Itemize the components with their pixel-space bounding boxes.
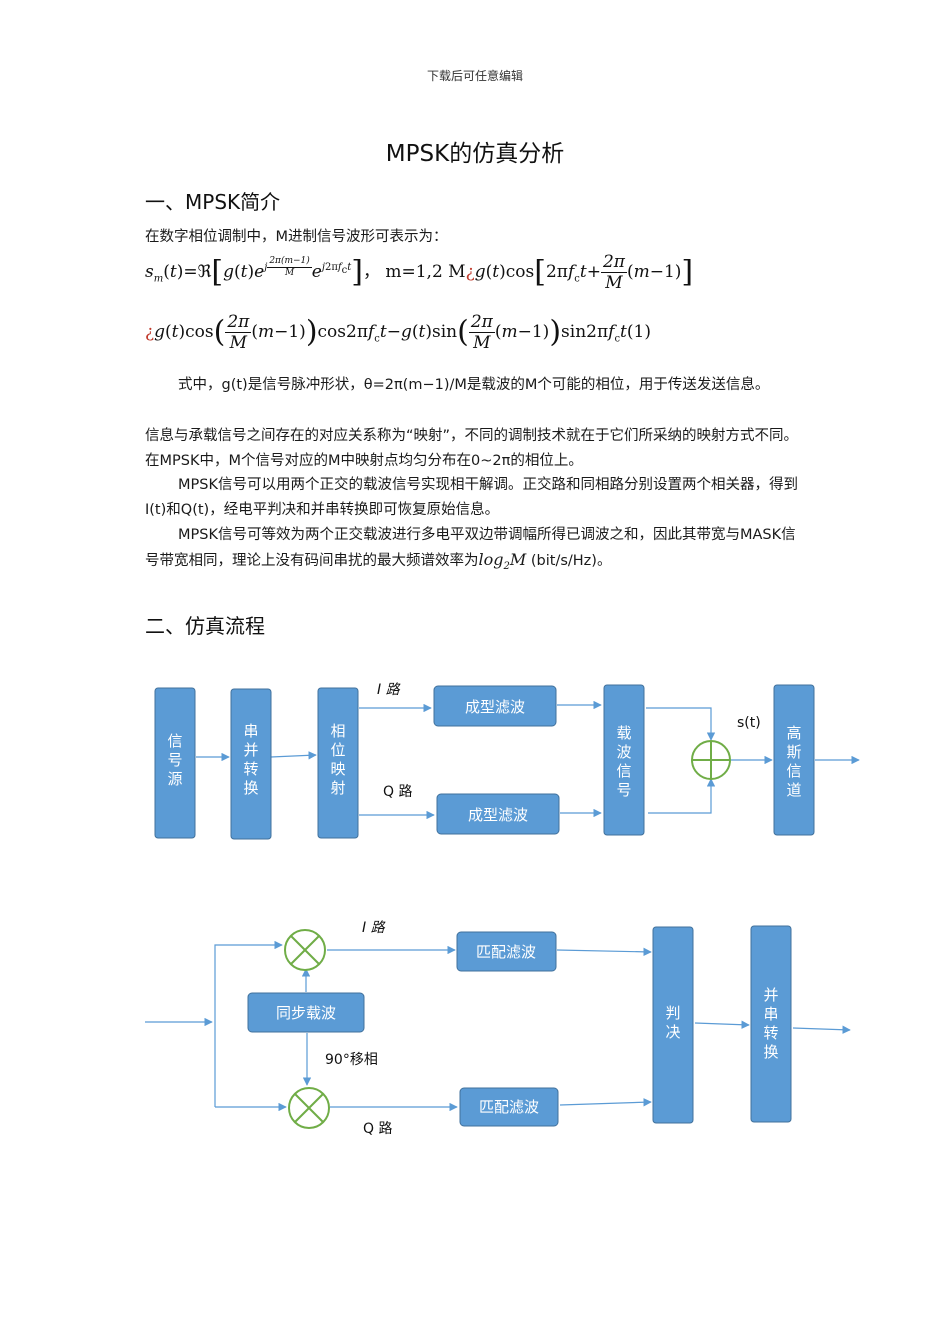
- shaping-filter-i-box: [433, 685, 557, 727]
- gaussian-channel-box: [773, 684, 815, 836]
- tx-label-st: s(t): [737, 715, 761, 731]
- paragraph-3: MPSK信号可以用两个正交的载波信号实现相干解调。正交路和同相路分别设置两个相关…: [145, 477, 798, 518]
- rx-label-q: Q 路: [363, 1121, 392, 1137]
- paragraph-4: MPSK信号可等效为两个正交载波进行多电平双边带调幅所得已调波之和，因此其带宽与…: [145, 523, 807, 579]
- matched-filter-q-label: 匹配滤波: [479, 1098, 539, 1116]
- matched-filter-i-label: 匹配滤波: [476, 943, 536, 961]
- rx-label-i: I 路: [362, 920, 386, 936]
- shaping-filter-i-label: 成型滤波: [465, 698, 525, 716]
- carrier-signal-box: [603, 684, 645, 836]
- transmitter-diagram: 信号源 串并转换 相位映射 成型滤波 成型滤波 载波信号 高斯信道 I 路 Q …: [154, 682, 860, 840]
- tx-label-q: Q 路: [383, 784, 412, 800]
- section-1-heading: 一、MPSK简介: [145, 190, 281, 214]
- sync-carrier-label: 同步载波: [276, 1004, 336, 1022]
- parallel-serial-label: 并串转换: [763, 986, 778, 1061]
- receiver-diagram: 同步载波 匹配滤波 匹配滤波 判决 并串转换 I 路 90°移相 Q 路: [145, 920, 851, 1137]
- matched-filter-q-box: [459, 1087, 559, 1127]
- carrier-signal-label: 载波信号: [616, 724, 631, 799]
- paragraph-4-text: MPSK信号可等效为两个正交载波进行多电平双边带调幅所得已调波之和，因此其带宽与…: [145, 527, 796, 569]
- sync-carrier-box: [247, 992, 365, 1033]
- tx-label-i: I 路: [377, 682, 401, 698]
- parallel-serial-box: [750, 925, 792, 1123]
- signal-source-label: 信号源: [167, 732, 182, 788]
- header-note: 下载后可任意编辑: [426, 69, 523, 83]
- serial-parallel-label: 串并转换: [243, 722, 258, 797]
- phase-mapping-label: 相位映射: [330, 722, 345, 797]
- intro-paragraph: 在数字相位调制中，M进制信号波形可表示为：: [145, 229, 448, 245]
- section-2-heading: 二、仿真流程: [145, 614, 265, 638]
- log2m-formula: log2M: [478, 549, 527, 572]
- gaussian-channel-label: 高斯信道: [786, 724, 801, 799]
- decision-label: 判决: [665, 1004, 680, 1041]
- paragraph-2: 信息与承载信号之间存在的对应关系称为“映射”，不同的调制技术就在于它们所采纳的映…: [145, 428, 799, 469]
- decision-box: [652, 926, 694, 1124]
- shaping-filter-q-label: 成型滤波: [468, 806, 528, 824]
- equation-number: (1): [626, 322, 651, 342]
- signal-source-box: [154, 687, 196, 839]
- paragraph-4-tail: (bit/s/Hz)。: [526, 552, 612, 569]
- rx-label-phase: 90°移相: [325, 1052, 378, 1068]
- phase-mapping-box: [317, 687, 359, 839]
- shaping-filter-q-box: [436, 793, 560, 835]
- matched-filter-i-box: [456, 931, 557, 972]
- serial-parallel-box: [230, 688, 272, 840]
- equation-separator: ， m=1,2 M: [362, 262, 466, 282]
- document-title: MPSK的仿真分析: [385, 141, 565, 167]
- paragraph-1: 式中，g(t)是信号脉冲形状，θ=2π(m−1)/M是载波的M个可能的相位，用于…: [178, 377, 770, 393]
